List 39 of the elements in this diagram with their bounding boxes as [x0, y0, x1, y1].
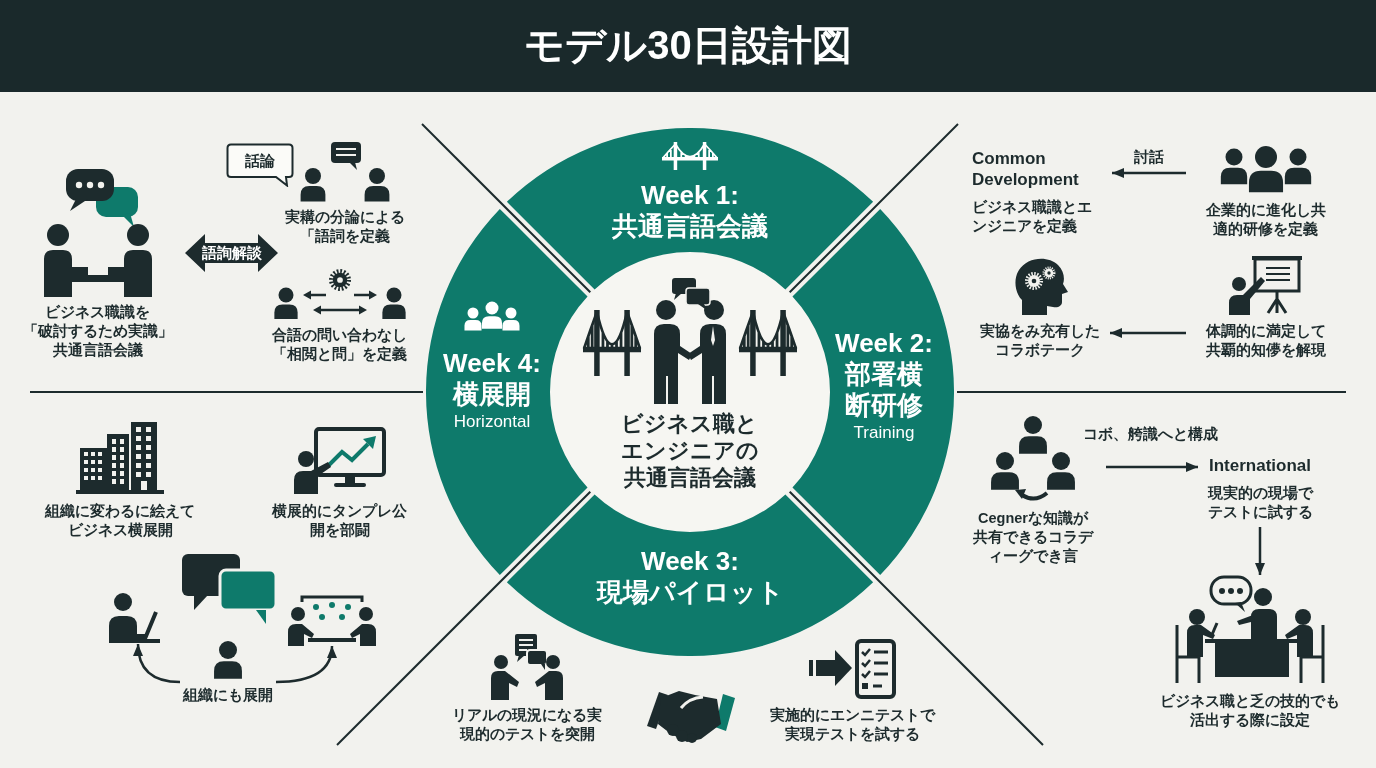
caption: 実施的にエンニテストで実現テストを試する	[768, 706, 937, 744]
arrow	[133, 643, 181, 684]
node-label: 実耩の分論による「語詞を定義	[284, 208, 406, 246]
edge-label: 討話	[1131, 147, 1167, 167]
week-subtitle: Horizontal	[453, 411, 531, 433]
node-label: 現実的の現場でテストに試する	[1206, 484, 1315, 522]
caption: 合語の問い合わなし「相閲と問」を定義	[271, 326, 409, 364]
arrow	[275, 645, 337, 684]
team-board-icon	[288, 594, 376, 646]
node-heading: International	[1209, 455, 1311, 476]
node-label: ビジネス職識とエンジニアを定義	[972, 198, 1093, 236]
week-label: Week 2:	[835, 328, 933, 359]
node-heading: Common Development	[972, 148, 1080, 190]
node-label: 体調的に満定して共覇的知儚を解現	[1204, 322, 1327, 360]
node-label: 実協をみ充有したコラボテーク	[979, 322, 1101, 360]
caption: リアルの現況になる実現的のテストを突開	[451, 706, 603, 744]
arrow	[1112, 168, 1186, 178]
arrow	[1110, 328, 1186, 338]
arrow	[1106, 462, 1198, 472]
node-label: Cegnerな知識が共有できるコラディーグでき言	[972, 509, 1095, 566]
center-title: ビジネス職とエンジニアの共通言語会議	[620, 410, 760, 491]
week-label: Week 4:	[443, 348, 541, 379]
week-subtitle: Training	[853, 422, 915, 444]
node-label: ビジネス職と乏の技的でも活出する際に設定	[1159, 692, 1341, 730]
edge-label: 語詢解談	[198, 243, 265, 263]
caption: 組織に変わるに絵えてビジネス横展開	[43, 502, 196, 540]
week-title: 現場パイロット	[596, 577, 784, 608]
arrow	[1255, 527, 1265, 575]
bubble-text: 話論	[245, 150, 275, 170]
node-label: 組織にも展開	[183, 686, 273, 705]
week-title: 共通言語会議	[612, 211, 768, 242]
caption: 横展的にタンプレ公開を部闘	[271, 502, 409, 540]
week-title: 横展開	[453, 379, 531, 410]
node-label: ビジネス職識を「破討するため実識」共通言語会議	[21, 303, 174, 360]
week-label: Week 1:	[641, 180, 739, 211]
week-label: Week 3:	[641, 546, 739, 577]
title: モデル30日設計図	[524, 22, 852, 69]
week-title: 部署横断研修	[843, 359, 924, 421]
node-label: 企業的に進化し共適的研修を定義	[1205, 201, 1327, 239]
